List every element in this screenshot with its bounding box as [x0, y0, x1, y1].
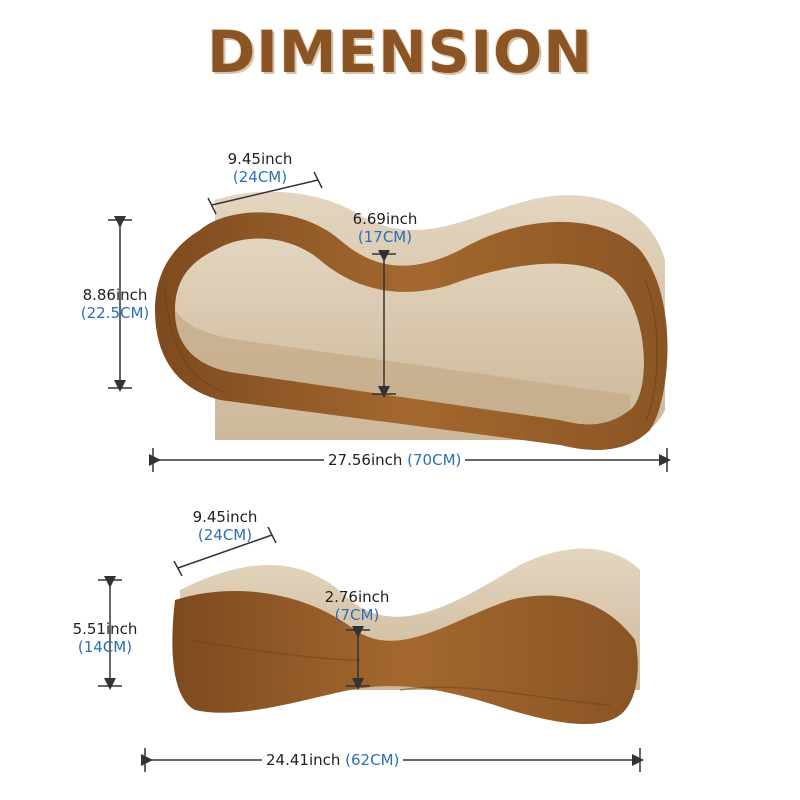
bottom-height-label: 5.51inch (14CM) — [50, 620, 160, 656]
bottom-length-label: 24.41inch (62CM) — [262, 751, 404, 769]
top-inner-height-label: 6.69inch (17CM) — [330, 210, 440, 246]
top-length-inch: 27.56inch — [328, 451, 403, 469]
bottom-inner-height-cm: (7CM) — [334, 606, 380, 624]
top-height-label: 8.86inch (22.5CM) — [60, 286, 170, 322]
bottom-scratcher — [172, 548, 640, 725]
bottom-length-cm: (62CM) — [345, 751, 400, 769]
top-length-cm: (70CM) — [407, 451, 462, 469]
top-height-inch: 8.86inch — [82, 286, 148, 304]
bottom-inner-height-label: 2.76inch (7CM) — [302, 588, 412, 624]
page-title: DIMENSION — [207, 18, 593, 86]
bottom-height-cm: (14CM) — [77, 638, 133, 656]
top-length-label: 27.56inch (70CM) — [324, 451, 466, 469]
top-depth-cm: (24CM) — [232, 168, 288, 186]
bottom-depth-label: 9.45inch (24CM) — [170, 508, 280, 544]
top-inner-height-inch: 6.69inch — [352, 210, 418, 228]
top-scratcher — [155, 191, 668, 450]
bottom-depth-cm: (24CM) — [197, 526, 253, 544]
top-depth-label: 9.45inch (24CM) — [205, 150, 315, 186]
bottom-depth-inch: 9.45inch — [192, 508, 258, 526]
bottom-length-inch: 24.41inch — [266, 751, 341, 769]
top-inner-height-cm: (17CM) — [357, 228, 413, 246]
top-depth-inch: 9.45inch — [227, 150, 293, 168]
top-height-cm: (22.5CM) — [80, 304, 150, 322]
bottom-inner-height-inch: 2.76inch — [324, 588, 390, 606]
bottom-height-inch: 5.51inch — [72, 620, 138, 638]
